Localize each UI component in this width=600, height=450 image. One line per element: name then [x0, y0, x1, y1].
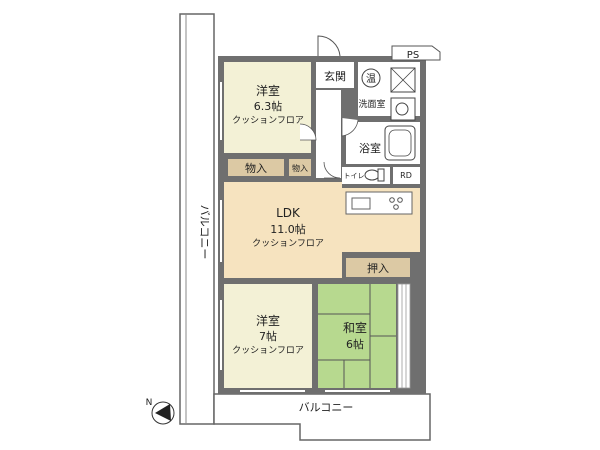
- ldk-name: LDK: [276, 206, 301, 220]
- toilet-bowl-icon: [364, 169, 380, 181]
- toilet-label: トイレ: [344, 172, 365, 180]
- ldk-size: 11.0帖: [270, 223, 306, 236]
- stove-burner-icon: [393, 204, 399, 210]
- ps-label: PS: [407, 50, 419, 61]
- entrance-area: [316, 62, 354, 88]
- western-room-top-name: 洋室: [256, 83, 280, 98]
- western-room-top-size: 6.3帖: [254, 100, 283, 113]
- closet-large: [228, 159, 284, 176]
- ldk-area: [224, 182, 342, 278]
- bathtub-icon: [384, 125, 416, 161]
- tatami-lines: [318, 284, 396, 388]
- stove-burner-icon: [389, 197, 395, 203]
- balcony-south-label: バルコニー: [299, 401, 354, 414]
- door-swing-icon: [323, 161, 341, 179]
- rd-area: [393, 167, 420, 184]
- japanese-room-size: 6帖: [346, 338, 364, 351]
- hallway: [316, 90, 341, 178]
- shoji-strip: [397, 283, 411, 389]
- ldk-floor: クッションフロア: [252, 238, 324, 249]
- western-room-bottom: [224, 284, 312, 388]
- door-swing-icon: [299, 123, 317, 141]
- western-room-top-floor: クッションフロア: [232, 115, 304, 126]
- sink-icon: [351, 197, 371, 210]
- closet-small: [289, 159, 311, 176]
- rd-label: RD: [400, 171, 412, 180]
- door-swing-icon: [341, 118, 359, 137]
- water-heater-label: 温: [366, 73, 376, 85]
- closet-small-label: 物入: [292, 163, 308, 173]
- north-arrow-icon: N: [146, 398, 175, 425]
- oshiire-label: 押入: [367, 261, 389, 275]
- ps-area: [391, 45, 441, 61]
- entrance-door: [317, 35, 341, 57]
- north-label: N: [146, 398, 153, 408]
- entrance-label: 玄関: [324, 69, 346, 83]
- western-room-bottom-size: 7帖: [259, 330, 277, 343]
- japanese-room-name: 和室: [343, 320, 367, 335]
- balcony-south-area: [213, 393, 431, 441]
- closet-large-label: 物入: [245, 161, 267, 175]
- water-heater-icon: [361, 68, 381, 88]
- washroom-label: 洗面室: [358, 98, 385, 110]
- wash-basin-icon: [390, 97, 416, 121]
- western-room-bottom-floor: クッションフロア: [232, 345, 304, 356]
- balcony-west-label: バルコニー: [198, 205, 211, 260]
- western-room-bottom-name: 洋室: [256, 313, 280, 328]
- bathroom-label: 浴室: [359, 141, 381, 155]
- western-room-top: [224, 62, 311, 153]
- oshiire-area: [346, 258, 410, 277]
- stove-burner-icon: [397, 197, 403, 203]
